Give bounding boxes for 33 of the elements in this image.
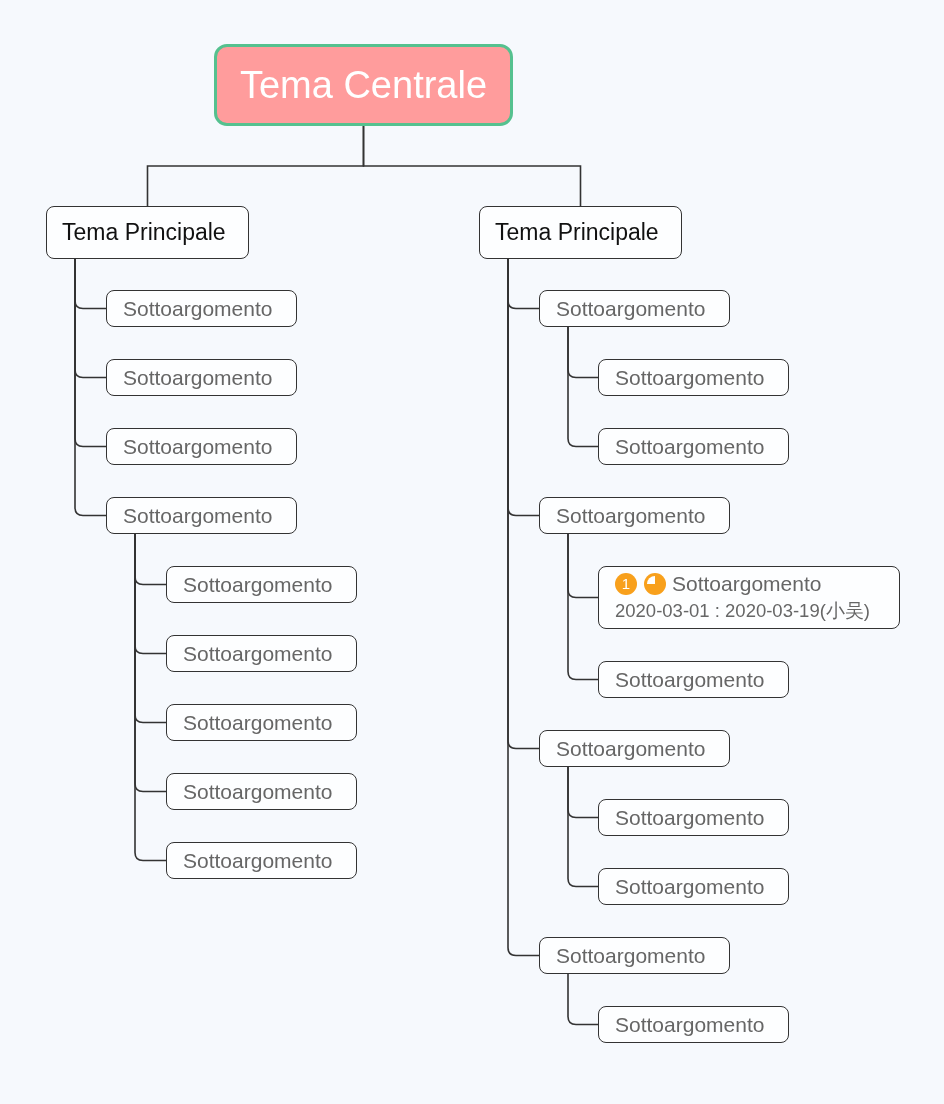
connector-line xyxy=(74,258,107,517)
connector-line xyxy=(567,533,599,681)
subtopic-box: Sottoargomento xyxy=(539,937,730,974)
date-range: 2020-03-01 : 2020-03-19(小吴) xyxy=(615,599,870,623)
subtopic-box: Sottoargomento xyxy=(166,635,357,672)
subtopic-box: Sottoargomento xyxy=(106,428,297,465)
topic-label: Sottoargomento xyxy=(672,572,822,596)
subtopic-box: Sottoargomento xyxy=(166,773,357,810)
subtopic-box: Sottoargomento xyxy=(539,730,730,767)
main-topic-box: Tema Principale xyxy=(479,206,682,259)
connector-line xyxy=(567,766,599,888)
subtopic-box: Sottoargomento xyxy=(598,868,789,905)
central-topic-box: Tema Centrale xyxy=(214,44,513,126)
subtopic-box: Sottoargomento xyxy=(598,428,789,465)
subtopic-box: Sottoargomento xyxy=(166,842,357,879)
main-topic-box: Tema Principale xyxy=(46,206,249,259)
subtopic-box: Sottoargomento xyxy=(166,704,357,741)
subtopic-box: Sottoargomento xyxy=(539,497,730,534)
subtopic-box: Sottoargomento xyxy=(106,290,297,327)
subtopic-box: Sottoargomento xyxy=(166,566,357,603)
subtopic-box: Sottoargomento xyxy=(598,359,789,396)
priority-badge: 1 xyxy=(615,573,637,595)
subtopic-box: Sottoargomento xyxy=(106,497,297,534)
subtopic-box: Sottoargomento xyxy=(539,290,730,327)
connector-line xyxy=(362,125,582,207)
subtopic-box xyxy=(598,566,900,629)
subtopic-box: Sottoargomento xyxy=(106,359,297,396)
subtopic-box: Sottoargomento xyxy=(598,1006,789,1043)
connector-line xyxy=(134,533,167,862)
subtopic-box: Sottoargomento xyxy=(598,661,789,698)
connector-line xyxy=(567,326,599,448)
subtopic-box: Sottoargomento xyxy=(598,799,789,836)
connector-line xyxy=(567,973,599,1026)
